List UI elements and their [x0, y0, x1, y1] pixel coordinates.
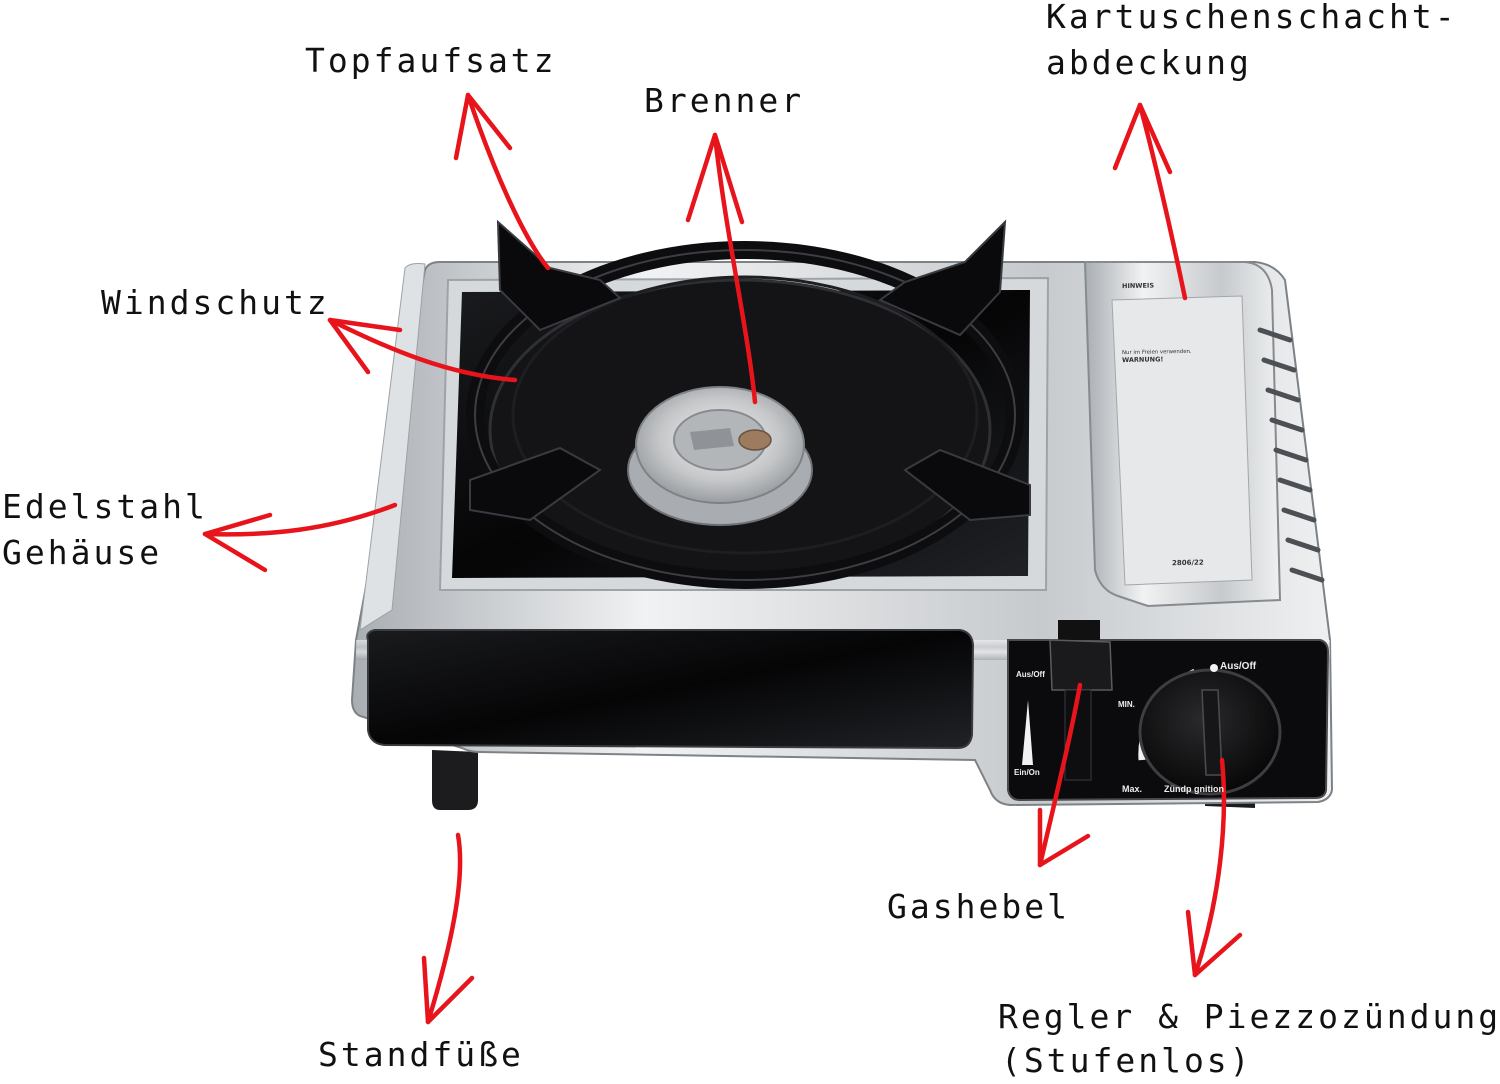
label-gashebel: Gashebel	[887, 887, 1070, 926]
arrowhead-brenner	[685, 132, 745, 225]
lever-off-mark: Aus/Off	[1016, 670, 1045, 679]
pot-support	[469, 219, 1031, 522]
label-kartuschen-line1: Kartuschenschacht-	[1046, 0, 1458, 36]
lever-on-mark: Ein/On	[1014, 768, 1040, 777]
arrowhead-kartuschen	[1112, 102, 1173, 175]
arrow-standfuesse	[425, 832, 463, 1025]
label-windschutz: Windschutz	[101, 283, 330, 322]
arrowhead-edelstahl	[202, 512, 273, 573]
label-brenner: Brenner	[644, 81, 805, 120]
arrow-gashebel	[1037, 682, 1083, 868]
arrowhead-gashebel	[1037, 807, 1091, 868]
arrow-brenner	[712, 132, 758, 405]
arrowhead-standfuesse	[421, 955, 475, 1025]
wind-shield-ring	[466, 241, 1024, 589]
annotation-arrows	[202, 92, 1243, 1025]
panel-heading: HINWEIS	[1122, 281, 1155, 291]
label-topfaufsatz: Topfaufsatz	[305, 41, 557, 80]
label-edelstahl-line1: Edelstahl	[2, 487, 208, 526]
arrow-edelstahl	[202, 502, 398, 537]
knob-off-mark: Aus/Off	[1220, 661, 1257, 672]
arrow-windschutz	[327, 317, 518, 383]
panel-warning: WARNUNG!	[1122, 355, 1164, 365]
arrow-regler	[1192, 757, 1227, 978]
cartridge-cover	[1083, 261, 1325, 608]
label-kartuschen-line2: abdeckung	[1046, 43, 1252, 82]
label-regler-line2: (Stufenlos)	[1001, 1041, 1253, 1080]
regulator-knob	[1138, 664, 1282, 796]
arrowhead-windschutz	[327, 317, 403, 375]
arrowhead-regler	[1185, 909, 1243, 978]
label-standfuesse: Standfüße	[318, 1035, 524, 1074]
knob-ignition-mark: Zündp gnition	[1164, 784, 1224, 794]
arrow-kartuschen	[1137, 102, 1188, 301]
cartridge-cover-print: HINWEIS Nur im Freien verwenden. WARNUNG…	[1122, 281, 1244, 583]
label-regler-line1: Regler & Piezzozündung	[998, 997, 1500, 1036]
knob-max-mark: Max.	[1122, 784, 1143, 794]
arrowhead-topfaufsatz	[453, 92, 513, 161]
panel-ce-mark: 2806/22	[1172, 558, 1204, 567]
label-edelstahl-line2: Gehäuse	[2, 533, 163, 572]
burner	[627, 386, 813, 526]
knob-min-mark: MIN.	[1118, 700, 1135, 709]
arrow-topfaufsatz	[465, 92, 551, 271]
